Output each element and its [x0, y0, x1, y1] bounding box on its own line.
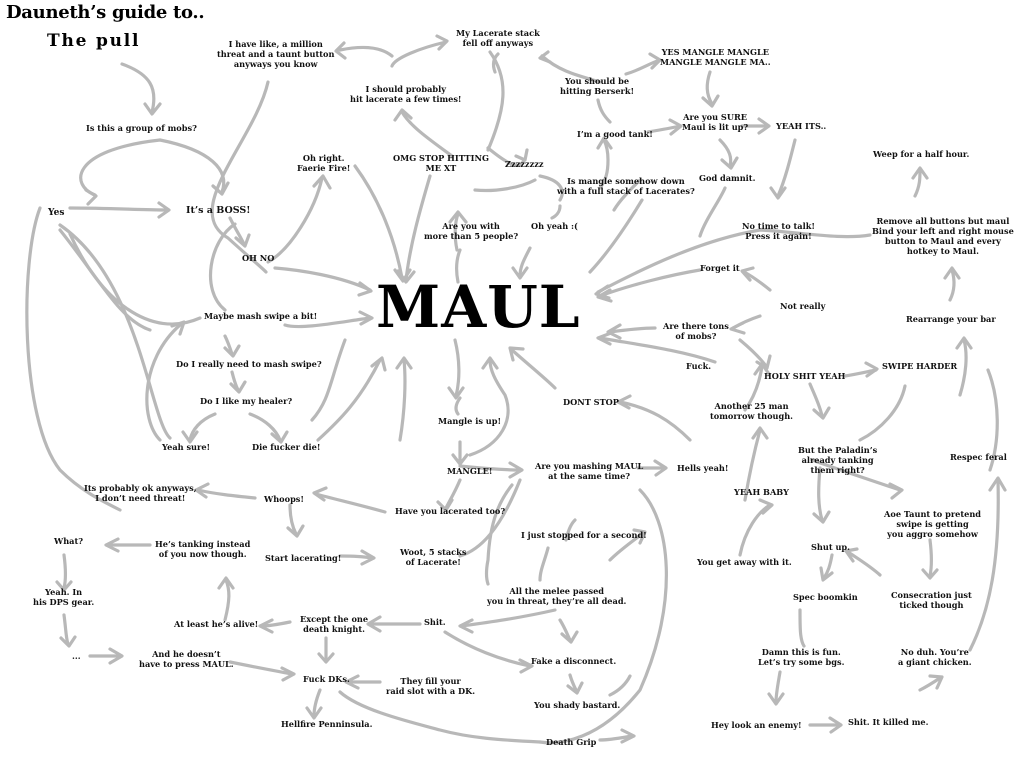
node-good-tank: I’m a good tank! [577, 129, 653, 139]
node-what: What? [54, 536, 84, 546]
node-respec-feral: Respec feral [950, 452, 1007, 462]
node-swipe-harder: SWIPE HARDER [882, 361, 958, 371]
node-woot-stacks: Woot, 5 stacks of Lacerate! [400, 547, 467, 567]
node-melee-passed: All the melee passed you in threat, they… [487, 586, 627, 606]
node-yes: Yes [48, 208, 65, 218]
node-oh-no: OH NO [242, 253, 275, 263]
node-hit-lacerate: I should probably hit lacerate a few tim… [350, 84, 462, 104]
node-yes-mangle: YES MANGLE MANGLE MANGLE MANGLE MA.. [660, 47, 771, 67]
node-more-than-5: Are you with more than 5 people? [424, 221, 519, 241]
node-faerie-fire: Oh right. Faerie Fire! [297, 153, 351, 173]
node-boss: It’s a BOSS! [186, 205, 251, 216]
node-shit: Shit. [424, 617, 446, 627]
node-enemy: Hey look an enemy! [711, 720, 802, 730]
node-holy-shit: HOLY SHIT YEAH [764, 371, 846, 381]
node-whoops: Whoops! [264, 494, 304, 504]
node-hells-yeah: Hells yeah! [677, 463, 729, 473]
node-mashing-maul: Are you mashing MAUL at the same time? [535, 461, 644, 481]
node-start-lacerating: Start lacerating! [265, 553, 342, 563]
node-weep: Weep for a half hour. [873, 149, 970, 159]
node-fake-disconnect: Fake a disconnect. [531, 656, 617, 666]
node-dps-gear: Yeah. In his DPS gear. [33, 587, 95, 607]
node-consecration: Consecration just ticked though [891, 590, 972, 610]
node-chicken: No duh. You’re a giant chicken. [898, 647, 972, 667]
node-dont-stop: DONT STOP [563, 397, 619, 407]
node-another-25: Another 25 man tomorrow though. [710, 401, 794, 421]
node-rearrange-bar: Rearrange your bar [906, 314, 996, 324]
node-mangle-up: Mangle is up! [438, 416, 502, 426]
node-zzz: Zzzzzzzz [505, 159, 544, 169]
page-title: Dauneth’s guide to.. [6, 2, 205, 23]
node-no-time: No time to talk! Press it again! [742, 221, 815, 241]
node-tons-of-mobs: Are there tons of mobs? [663, 321, 729, 341]
node-god-damnit: God damnit. [699, 173, 756, 183]
node-dots: ... [72, 651, 81, 661]
node-spec-boomkin: Spec boomkin [793, 592, 858, 602]
node-sure-maul-lit: Are you SURE Maul is lit up? [682, 112, 749, 132]
node-die: Die fucker die! [252, 442, 321, 452]
node-mangle-down: Is mangle somehow down with a full stack… [557, 176, 695, 196]
node-stopped-second: I just stopped for a second! [521, 530, 647, 540]
node-fun-bgs: Damn this is fun. Let’s try some bgs. [758, 647, 845, 667]
node-omg-stop: OMG STOP HITTING ME XT [393, 153, 489, 173]
node-have-lacerated: Have you lacerated too? [395, 506, 506, 516]
node-not-really: Not really [780, 301, 826, 311]
node-shut-up: Shut up. [811, 542, 850, 552]
node-hit-berserk: You should be hitting Berserk! [560, 76, 635, 96]
node-get-away: You get away with it. [697, 557, 792, 567]
node-yeah-baby: YEAH BABY [734, 487, 789, 497]
node-oh-yeah: Oh yeah :( [531, 221, 578, 231]
node-tanking-instead: He’s tanking instead of you now though. [155, 539, 251, 559]
node-forget-it: Forget it [700, 263, 740, 273]
node-group-of-mobs: Is this a group of mobs? [86, 123, 197, 133]
page-subtitle: The pull [47, 31, 141, 51]
node-yeah-its: YEAH ITS.. [776, 121, 827, 131]
node-fill-dk: They fill your raid slot with a DK. [386, 676, 476, 696]
node-million-threat: I have like, a million threat and a taun… [217, 39, 335, 69]
node-hellfire: Hellfire Penninsula. [281, 719, 373, 729]
node-at-least-alive: At least he’s alive! [174, 619, 259, 629]
node-mash-swipe: Maybe mash swipe a bit! [204, 311, 318, 321]
node-aoe-taunt: Aoe Taunt to pretend swipe is getting yo… [884, 509, 982, 539]
maul-center-node: MAUL [376, 273, 581, 341]
node-really-mash: Do I really need to mash swipe? [176, 359, 322, 369]
node-like-healer: Do I like my healer? [200, 396, 293, 406]
node-paladin-tanking: But the Paladin’s already tanking them r… [798, 445, 878, 475]
node-fuck-dks: Fuck DKs. [303, 674, 350, 684]
node-death-grip: Death Grip [546, 737, 597, 747]
node-fuck: Fuck. [686, 361, 712, 371]
node-shady-bastard: You shady bastard. [534, 700, 621, 710]
node-probably-ok: Its probably ok anyways, I don’t need th… [84, 483, 197, 503]
node-mangle-excl: MANGLE! [447, 466, 493, 476]
node-lacerate-fell-off: My Lacerate stack fell off anyways [456, 28, 540, 48]
node-killed-me: Shit. It killed me. [848, 717, 929, 727]
node-yeah-sure: Yeah sure! [162, 442, 211, 452]
node-press-maul: And he doesn’t have to press MAUL. [139, 649, 234, 669]
node-remove-buttons: Remove all buttons but maul Bind your le… [872, 216, 1014, 256]
node-except-dk: Except the one death knight. [300, 614, 369, 634]
